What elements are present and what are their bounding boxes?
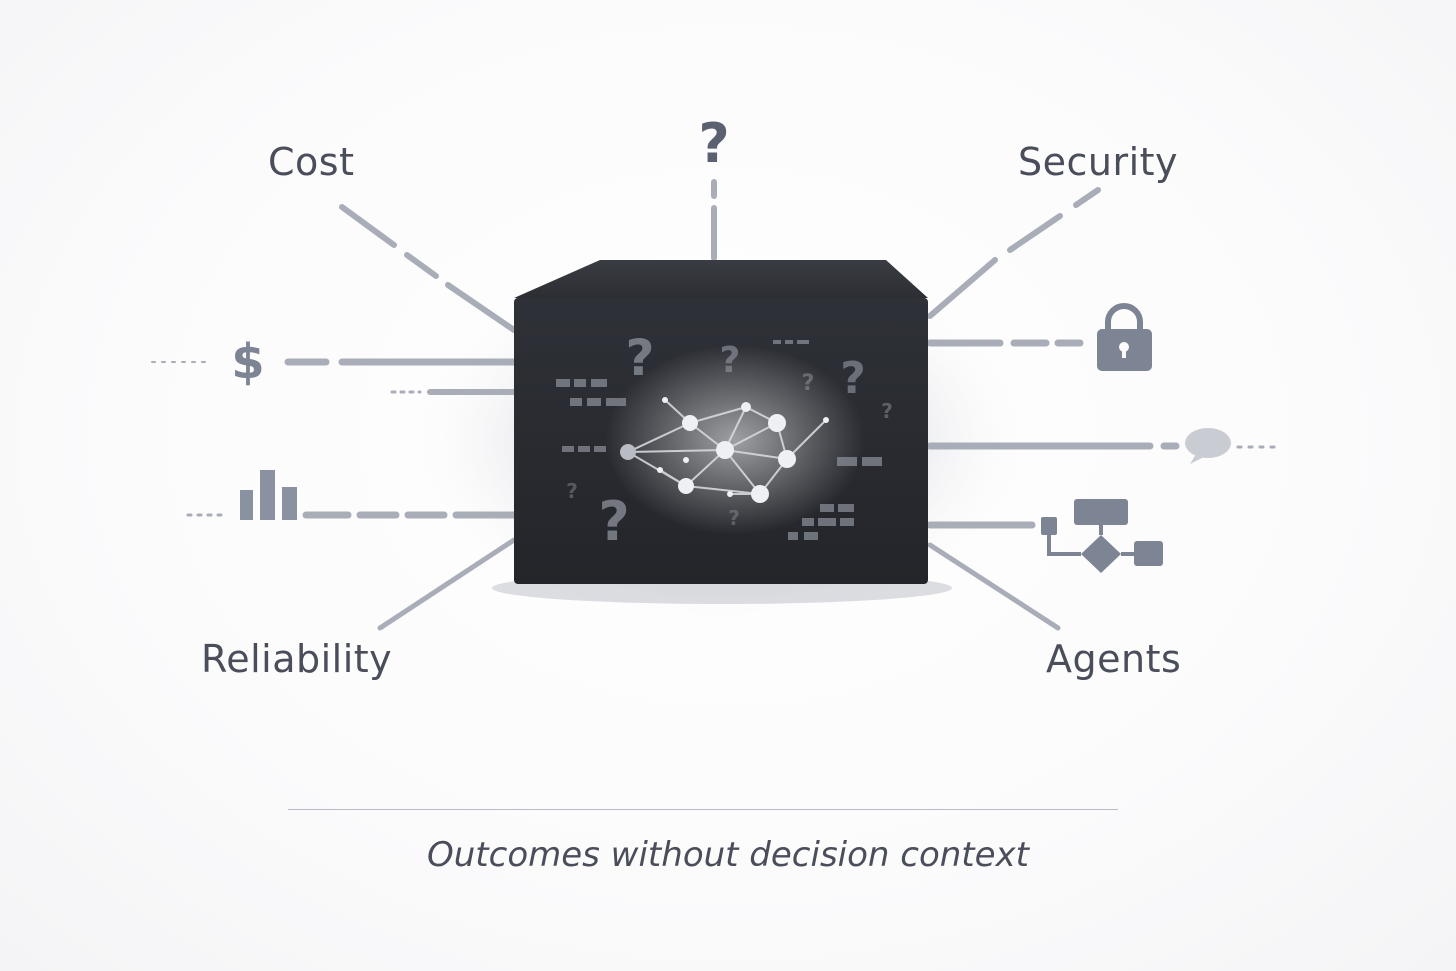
- network-node: [741, 402, 751, 412]
- bar-chart-icon: [240, 470, 297, 520]
- network-node: [823, 417, 829, 423]
- network-nodes: [620, 397, 829, 503]
- box-question-mark: ?: [802, 371, 815, 396]
- data-bar: [578, 446, 590, 452]
- network-edge: [724, 449, 788, 460]
- data-bar: [788, 532, 798, 540]
- network-node: [678, 478, 694, 494]
- security-label: Security: [1018, 140, 1179, 184]
- data-bar: [804, 532, 818, 540]
- network-node: [682, 415, 698, 431]
- data-bar: [818, 518, 836, 526]
- data-bar: [591, 379, 607, 387]
- network-node: [716, 441, 734, 459]
- network-node: [778, 450, 796, 468]
- flowchart-node-top: [1074, 499, 1128, 525]
- data-bar: [587, 398, 601, 406]
- data-bar: [562, 446, 574, 452]
- network-edge: [685, 485, 761, 495]
- data-bar: [556, 379, 570, 387]
- flowchart-icon: [1041, 499, 1163, 573]
- network-node: [751, 485, 769, 503]
- dollar-icon: $: [231, 334, 264, 390]
- data-bar: [802, 518, 814, 526]
- lock-icon: [1097, 303, 1152, 371]
- box-question-mark: ?: [566, 479, 578, 503]
- lock-keyhole-slot: [1122, 348, 1126, 358]
- network-node: [657, 467, 663, 473]
- box-question-marks: ? ? ? ? ? ? ? ?: [566, 329, 893, 553]
- box-question-mark: ?: [720, 340, 741, 381]
- flowchart-node-start: [1041, 517, 1057, 535]
- caption-divider: [288, 809, 1118, 810]
- data-bar: [773, 340, 781, 344]
- box-inner-glow: [605, 345, 865, 535]
- data-bar: [594, 446, 606, 452]
- box-question-mark: ?: [598, 490, 629, 553]
- cost-connector-dash-2: [404, 252, 439, 279]
- data-bar: [606, 398, 626, 406]
- connector-lines: [151, 179, 1284, 631]
- security-connector-dash-2: [1007, 213, 1063, 253]
- flowchart-node-end: [1134, 541, 1163, 566]
- bar-chart-bar-3: [282, 487, 297, 520]
- network-edge: [627, 449, 726, 453]
- network-edge: [689, 406, 747, 424]
- network-edge: [724, 422, 778, 451]
- lock-shackle: [1105, 303, 1143, 330]
- box-data-bars: [556, 340, 882, 540]
- network-edge: [786, 419, 827, 460]
- reliability-connector: [377, 537, 517, 631]
- network-node: [662, 397, 668, 403]
- box-question-mark: ?: [728, 506, 740, 530]
- data-bar: [574, 379, 586, 387]
- data-bar: [820, 504, 834, 512]
- caption: Outcomes without decision context: [426, 835, 1030, 875]
- network-node: [683, 457, 689, 463]
- data-bar: [862, 457, 882, 466]
- network-edge: [724, 449, 761, 495]
- box-question-mark: ?: [881, 399, 893, 423]
- cost-connector-dash-3: [445, 282, 517, 333]
- chat-bubble-icon: [1185, 428, 1231, 464]
- network-node: [727, 491, 733, 497]
- chat-bubble-body: [1185, 428, 1231, 458]
- data-bar: [840, 518, 854, 526]
- security-connector-dash-3: [927, 257, 998, 319]
- data-bar: [570, 398, 582, 406]
- data-bar: [785, 340, 793, 344]
- data-bar: [797, 340, 809, 344]
- reliability-label: Reliability: [201, 637, 393, 681]
- black-box: ? ? ? ? ? ? ? ?: [492, 260, 952, 604]
- box-question-mark: ?: [840, 353, 866, 404]
- box-question-mark: ?: [625, 329, 654, 387]
- flowchart-link-elbow: [1047, 535, 1081, 556]
- cost-connector-dash-1: [339, 204, 397, 248]
- network-edge: [627, 422, 691, 453]
- agents-label: Agents: [1046, 637, 1182, 681]
- cost-label: Cost: [268, 140, 355, 184]
- top-question-mark: ?: [698, 112, 729, 175]
- network-node: [768, 414, 786, 432]
- bar-chart-bar-1: [240, 490, 253, 520]
- network-graph-icon: [620, 397, 829, 503]
- data-bar: [837, 457, 857, 466]
- bar-chart-bar-2: [260, 470, 275, 520]
- data-bar: [838, 504, 854, 512]
- flowchart-diamond: [1081, 535, 1121, 573]
- agents-connector: [927, 542, 1061, 631]
- box-top-face: [514, 260, 928, 298]
- chat-bubble-tail: [1190, 454, 1204, 464]
- lock-keyhole: [1119, 342, 1129, 352]
- security-connector-dash-1: [1073, 187, 1101, 208]
- network-node: [620, 444, 636, 460]
